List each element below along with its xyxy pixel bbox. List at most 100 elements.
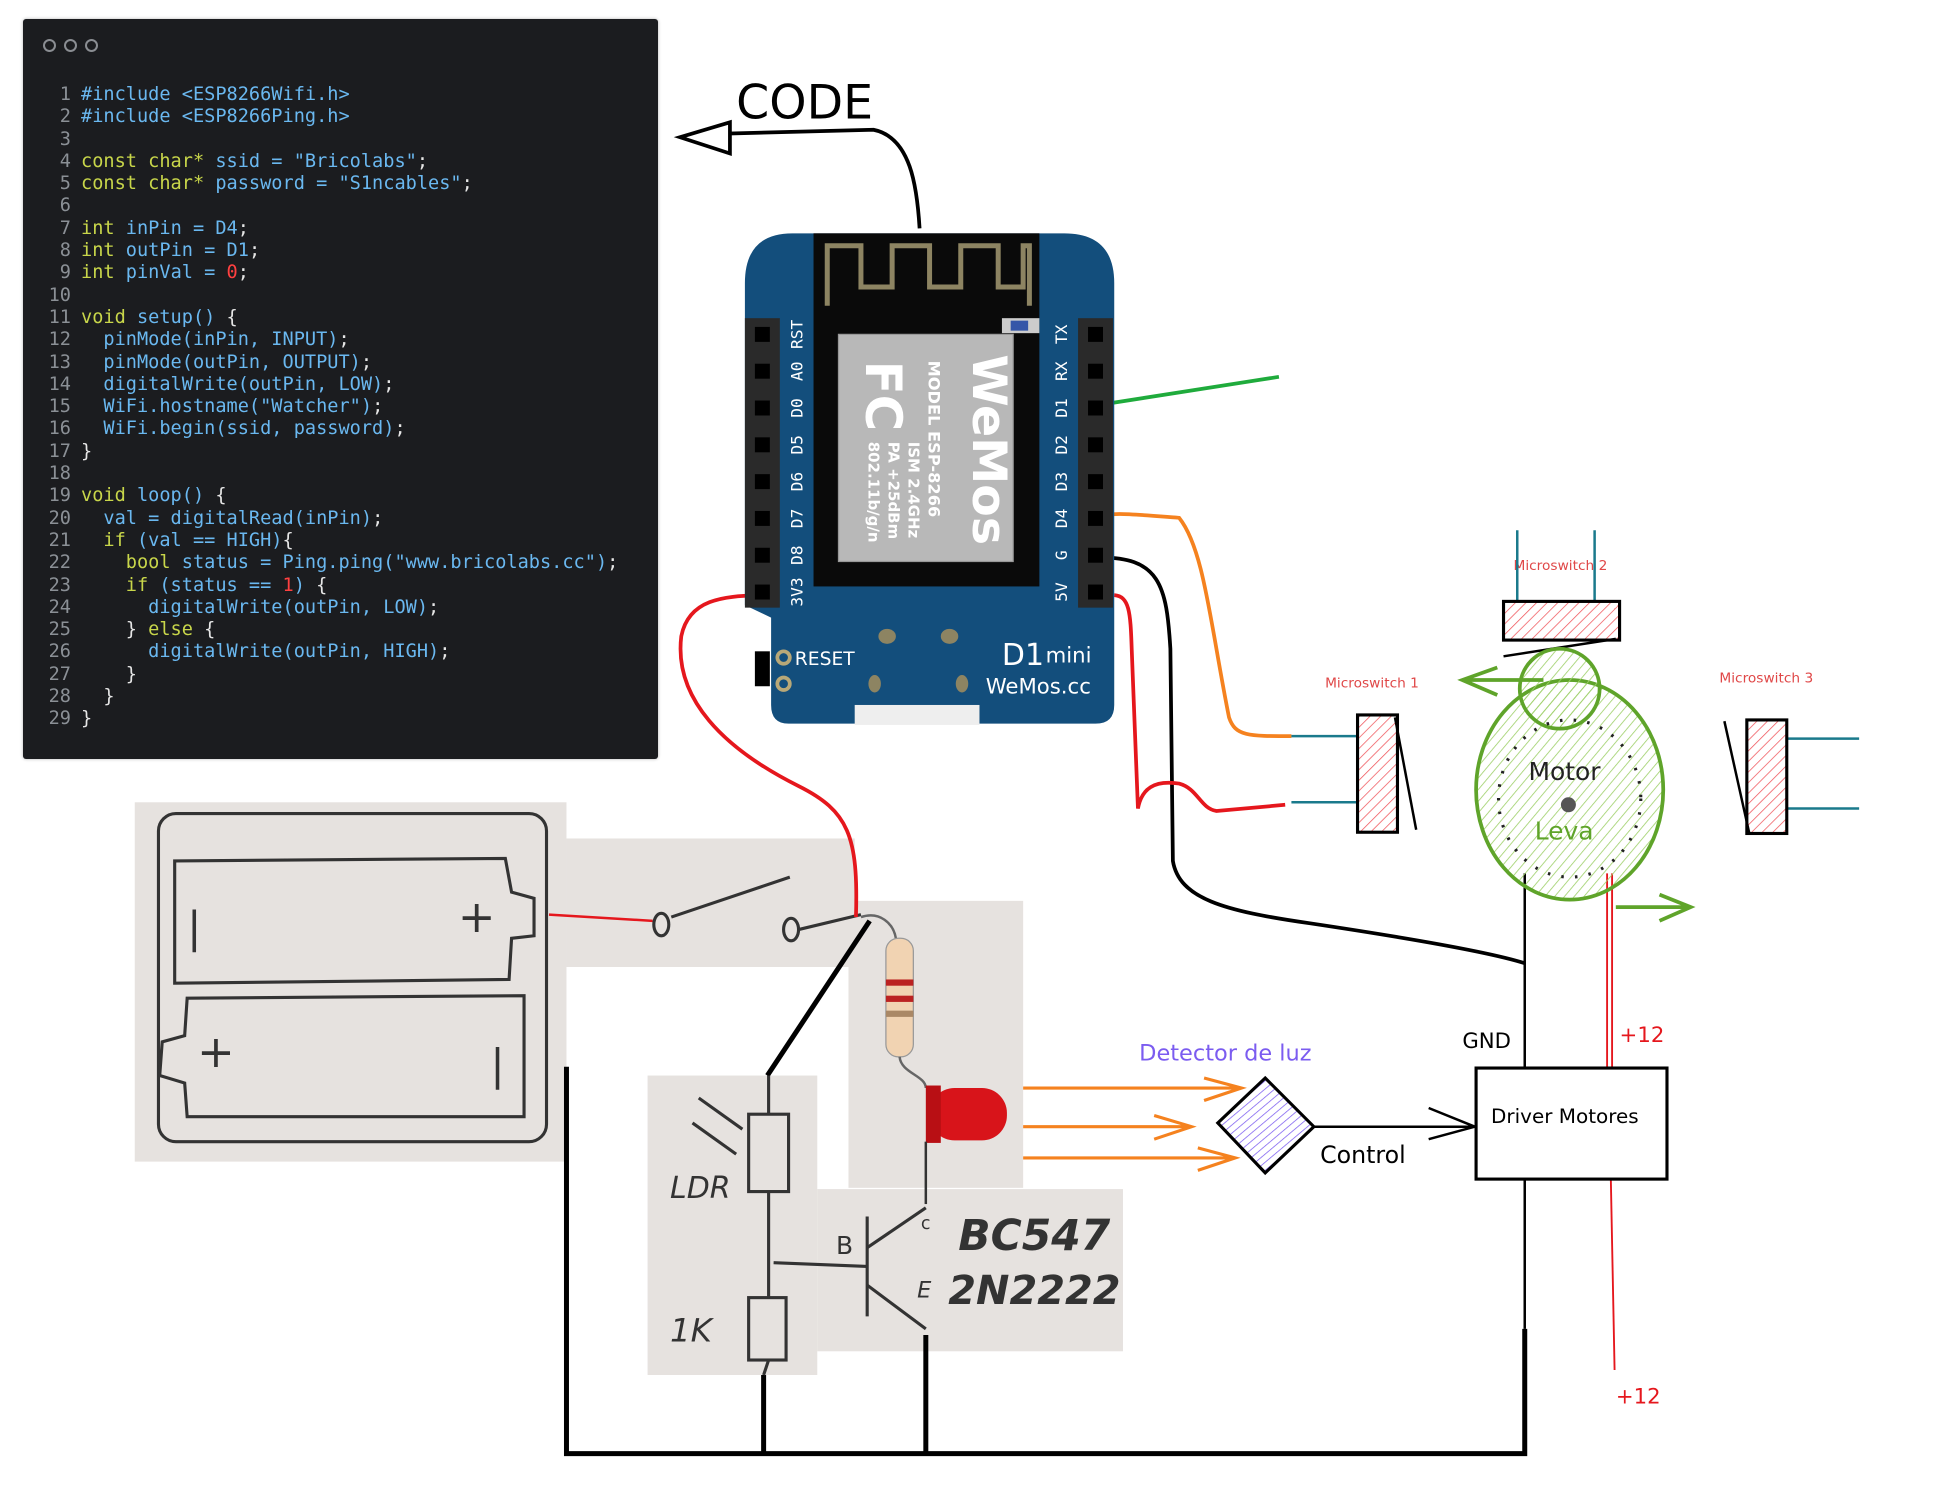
code-text: val = digitalRead(inPin); (81, 508, 383, 530)
header-pin (754, 326, 770, 342)
code-text: pinMode(inPin, INPUT); (81, 329, 349, 351)
code-text: void loop() { (81, 485, 227, 507)
code-token: digitalWrite(outPin, HIGH) (81, 641, 440, 663)
code-text: int pinVal = 0; (81, 262, 249, 284)
line-number: 28 (48, 686, 71, 708)
code-line: 13 pinMode(outPin, OUTPUT); (23, 352, 618, 374)
code-line: 12 pinMode(inPin, INPUT); (23, 329, 618, 351)
d1-wire (1095, 374, 1280, 408)
battery-minus-1: | (187, 904, 201, 953)
control-label: Control (1320, 1141, 1406, 1169)
code-token: if (81, 529, 126, 551)
chip-line-1: MODEL ESP-8266 (924, 361, 943, 518)
code-line: 14 digitalWrite(outPin, LOW); (23, 374, 618, 396)
transistor: B c E BC547 2N2222 (836, 1206, 1121, 1331)
code-label: CODE (736, 76, 873, 131)
code-token: } (81, 663, 137, 685)
reset-button[interactable] (754, 651, 770, 687)
right-header (1078, 318, 1113, 608)
microswitch-3-label: Microswitch 3 (1719, 671, 1813, 687)
code-token: int (81, 262, 115, 284)
transistor-2n2222-label: 2N2222 (948, 1268, 1120, 1314)
line-number: 6 (59, 195, 71, 217)
code-line: 22 bool status = Ping.ping("www.bricolab… (23, 552, 619, 574)
rotation-arrow-right (1615, 892, 1696, 923)
code-token: ; (461, 173, 473, 195)
line-number: 5 (59, 173, 71, 195)
reset-label: RESET (795, 649, 856, 670)
code-token: (val == HIGH) (125, 529, 283, 551)
code-text: int inPin = D4; (81, 218, 249, 240)
code-token: } (81, 440, 93, 462)
code-token: ssid = "Bricolabs" (204, 150, 417, 172)
header-pin (754, 400, 770, 416)
code-token: ; (394, 418, 406, 440)
code-text: if (val == HIGH){ (81, 529, 293, 552)
motor-label: Motor (1528, 757, 1601, 786)
line-number: 1 (59, 84, 71, 105)
line-number: 22 (48, 552, 71, 574)
code-line: 3 (23, 129, 618, 151)
line-number: 15 (48, 396, 71, 418)
line-number: 11 (48, 306, 71, 328)
window-close-button[interactable] (43, 39, 56, 52)
left-header (744, 318, 780, 608)
battery-plus-2: + (197, 1025, 235, 1078)
code-line: 18 (23, 463, 618, 485)
header-pin (754, 474, 770, 490)
ldr-divider: LDR 1K (670, 1075, 868, 1376)
code-token: digitalWrite(outPin, LOW) (81, 596, 429, 618)
code-token: WiFi.hostname("Watcher") (81, 396, 373, 418)
code-arrow: CODE (673, 76, 922, 229)
code-line: 16 WiFi.begin(ssid, password); (23, 418, 618, 440)
code-text: digitalWrite(outPin, LOW); (81, 374, 394, 396)
code-token: else (148, 619, 193, 641)
code-token: loop() (125, 485, 216, 507)
code-text: pinMode(outPin, OUTPUT); (81, 352, 372, 374)
header-pin (1088, 363, 1104, 379)
leva-label: Leva (1535, 817, 1594, 846)
chip-line-3: PA +25dBm (884, 442, 902, 539)
code-token: ) (293, 574, 317, 596)
code-text: } else { (81, 619, 216, 641)
pin-label-d8: D8 (787, 545, 806, 565)
ground-wires (563, 555, 1528, 1457)
line-number: 29 (48, 708, 71, 730)
resistor-1k-label: 1K (670, 1311, 715, 1349)
line-number: 7 (59, 217, 71, 239)
microswitch-2: Microswitch 2 (1501, 530, 1622, 658)
code-listing: 1#include <ESP8266Wifi.h>2#include <ESP8… (23, 84, 619, 731)
line-number: 13 (48, 351, 71, 373)
code-token: } (81, 686, 115, 708)
chip-line-2: ISM 2.4GHz (904, 442, 922, 539)
code-line: 2#include <ESP8266Ping.h> (23, 106, 618, 128)
code-token: #include <ESP8266Ping.h> (81, 106, 350, 128)
rotation-arrow-left (1457, 665, 1544, 697)
code-token: WiFi.begin(ssid, password) (81, 418, 395, 440)
window-maximize-button[interactable] (85, 39, 98, 52)
code-token: inPin = D4 (114, 217, 238, 239)
pin-label-a0: A0 (787, 361, 806, 381)
code-text: if (status == 1) { (81, 574, 328, 597)
fcc-logo: FC (854, 361, 912, 432)
model-name: D1 (1002, 638, 1044, 673)
code-text: WiFi.begin(ssid, password); (81, 418, 406, 440)
pin-label-d5: D5 (787, 435, 806, 455)
window-minimize-button[interactable] (64, 39, 77, 52)
microswitch-2-label: Microswitch 2 (1514, 558, 1608, 574)
header-pin (754, 510, 770, 526)
code-line: 7 int inPin = D4; (23, 218, 618, 240)
pin-label-tx: TX (1052, 324, 1071, 344)
code-line: 15 WiFi.hostname("Watcher"); (23, 396, 618, 418)
code-token: ; (416, 150, 429, 172)
header-pin (754, 363, 770, 379)
code-token: ; (248, 240, 261, 262)
code-text: int outPin = D1; (81, 240, 260, 262)
emitter-label: E (917, 1278, 932, 1304)
ldr-label: LDR (670, 1171, 731, 1206)
line-number: 12 (48, 329, 71, 351)
